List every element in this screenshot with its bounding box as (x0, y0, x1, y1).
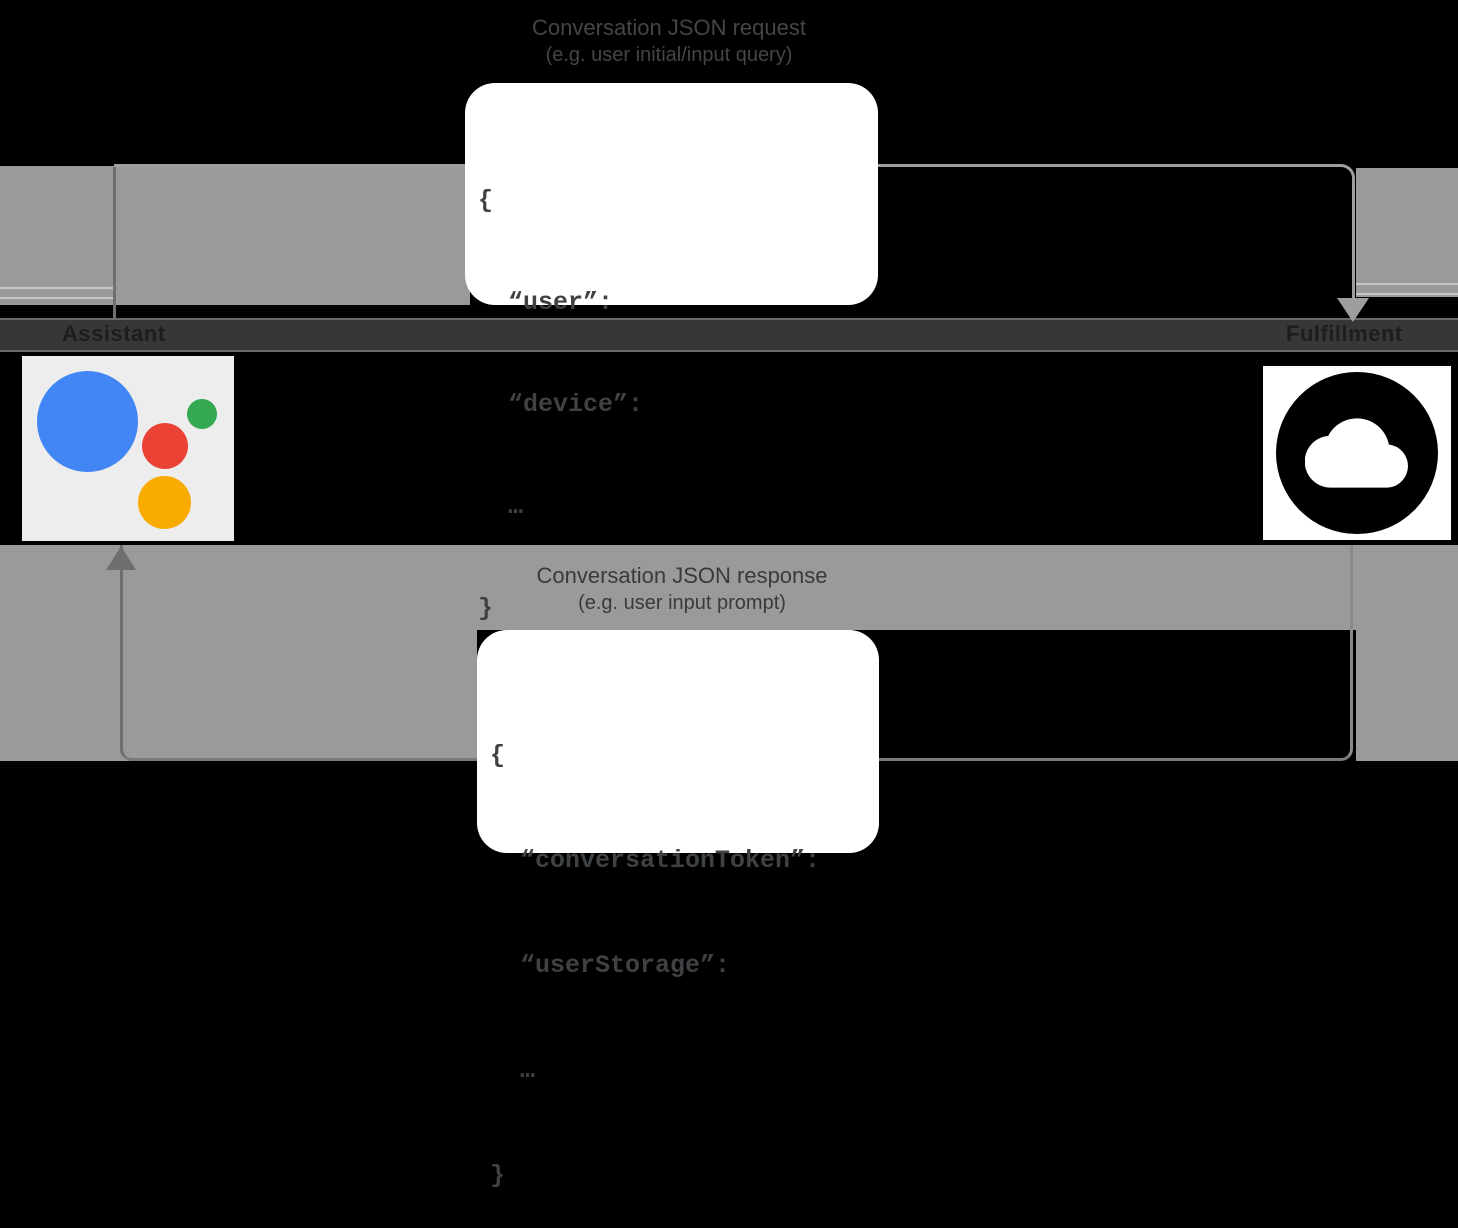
response-arrow-panel-right (1356, 630, 1458, 761)
google-assistant-logo-blue-circle (37, 371, 138, 472)
fulfillment-label: Fulfillment (1286, 321, 1403, 346)
request-arrow-panel-left (0, 166, 470, 305)
entity-label-band (0, 318, 1458, 352)
request-arrow-panel-right (1356, 168, 1458, 297)
panel-edge-highlight (0, 287, 113, 289)
response-caption-title: Conversation JSON response (536, 563, 828, 588)
code-line: “conversationToken”: (490, 846, 821, 875)
code-line: { (490, 741, 506, 770)
response-json-code: { “conversationToken”: “userStorage”: … … (490, 668, 820, 1228)
request-caption: Conversation JSON request (e.g. user ini… (339, 13, 999, 69)
request-caption-title: Conversation JSON request (532, 15, 806, 40)
response-caption-subtitle: (e.g. user input prompt) (578, 592, 786, 614)
cloud-icon (1305, 418, 1408, 488)
request-caption-subtitle: (e.g. user initial/input query) (545, 44, 793, 66)
code-line: “user”: (478, 288, 614, 317)
request-arrow-stem (113, 167, 116, 318)
code-line: { (478, 186, 494, 215)
request-json-code: { “user”: “device”: … } (478, 116, 643, 660)
assistant-tile (22, 356, 234, 541)
panel-edge-highlight (0, 297, 113, 299)
response-arrow-panel-strip (0, 545, 1458, 630)
request-arrowhead-down-icon (1337, 298, 1369, 322)
response-caption: Conversation JSON response (e.g. user in… (352, 561, 1012, 617)
code-line: … (478, 492, 524, 521)
code-line: “userStorage”: (490, 951, 731, 980)
panel-edge-highlight (1356, 293, 1458, 295)
request-json-box (465, 83, 878, 305)
google-assistant-logo-red-circle (142, 423, 188, 469)
code-line: … (490, 1056, 536, 1085)
google-assistant-logo-yellow-circle (138, 476, 191, 529)
code-line: “device”: (478, 390, 644, 419)
panel-edge-highlight (1356, 283, 1458, 285)
code-line: } (478, 594, 494, 623)
response-json-box (477, 630, 879, 853)
response-arrowhead-up-icon (106, 546, 136, 570)
assistant-label: Assistant (62, 321, 166, 346)
code-line: } (490, 1161, 506, 1190)
conversation-webhook-diagram: { "diagram": { "request": { "title": "Co… (0, 13, 1458, 1190)
fulfillment-tile (1263, 366, 1451, 540)
response-arrow-panel-left (0, 630, 477, 761)
google-assistant-logo-green-circle (187, 399, 217, 429)
